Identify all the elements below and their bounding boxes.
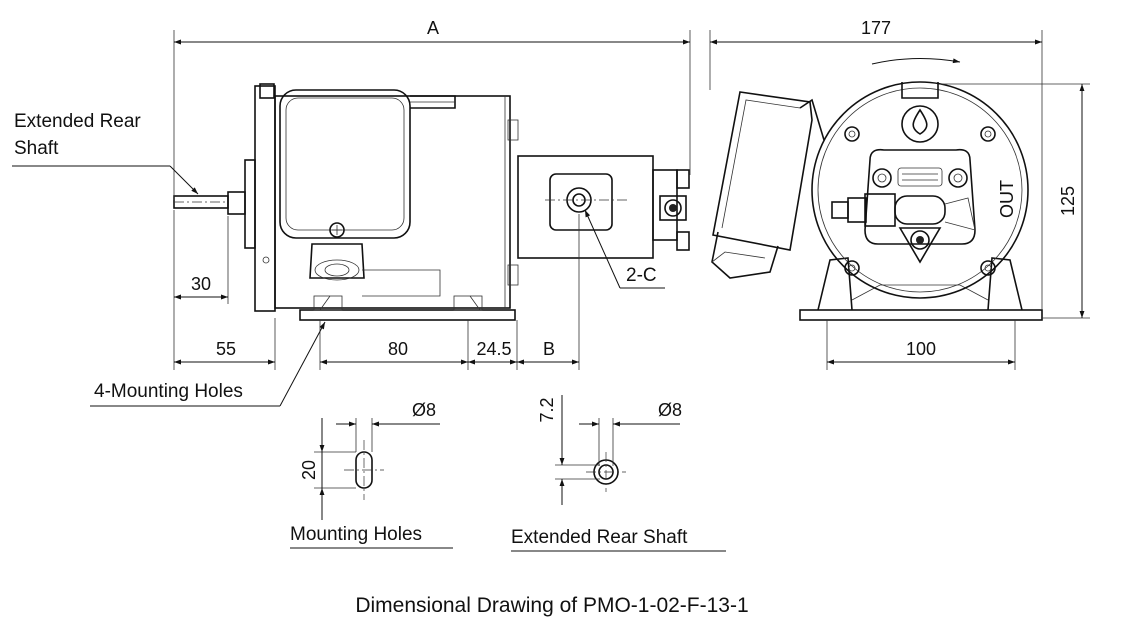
rear-shaft-offset: 7.2 bbox=[537, 397, 557, 422]
cable-gland bbox=[309, 243, 365, 281]
dim-overall-length: A bbox=[427, 18, 439, 38]
dim-hole-to-port: 24.5 bbox=[476, 339, 511, 359]
callout-rear-shaft-line2: Shaft bbox=[14, 138, 59, 159]
callout-mounting-holes: 4-Mounting Holes bbox=[94, 381, 243, 402]
drawing-title: Dimensional Drawing of PMO-1-02-F-13-1 bbox=[355, 594, 748, 617]
front-view: OUT 177 125 100 bbox=[709, 18, 1090, 370]
dim-front-height: 125 bbox=[1058, 186, 1078, 216]
motor-end-cap bbox=[244, 83, 276, 312]
dim-front-width: 177 bbox=[861, 18, 891, 38]
terminal-screw bbox=[329, 222, 345, 238]
port-label-out: OUT bbox=[997, 180, 1017, 218]
detail-rear-shaft-label: Extended Rear Shaft bbox=[511, 527, 688, 548]
rear-shaft-diameter: Ø8 bbox=[658, 400, 682, 420]
detail-rear-shaft: Ø8 7.2 Extended Rear Shaft bbox=[511, 395, 726, 552]
pump-head bbox=[517, 155, 690, 259]
dim-port-offset: B bbox=[543, 339, 555, 359]
front-base bbox=[799, 257, 1043, 321]
callout-rear-shaft-line1: Extended Rear bbox=[14, 111, 141, 132]
dim-hole-spacing: 80 bbox=[388, 339, 408, 359]
terminal-box bbox=[711, 91, 825, 279]
callout-port: 2-C bbox=[626, 265, 657, 286]
pump-housing bbox=[811, 81, 1029, 299]
pump-plate bbox=[831, 148, 976, 264]
rear-shaft bbox=[173, 191, 246, 215]
base-plate bbox=[299, 269, 516, 321]
dim-base-width: 100 bbox=[906, 339, 936, 359]
dim-to-first-hole: 55 bbox=[216, 339, 236, 359]
mounting-hole-diameter: Ø8 bbox=[412, 400, 436, 420]
housing-bolts bbox=[844, 126, 996, 276]
rotation-arrow-icon bbox=[871, 57, 961, 65]
mounting-hole-length: 20 bbox=[299, 460, 319, 480]
logo-drop-icon bbox=[901, 105, 939, 143]
dim-rear-shaft-length: 30 bbox=[191, 274, 211, 294]
detail-mounting-holes: Ø8 20 Mounting Holes bbox=[290, 400, 453, 549]
motor-body bbox=[274, 89, 519, 309]
detail-mounting-holes-label: Mounting Holes bbox=[290, 524, 422, 545]
side-view: A 30 55 80 24.5 B Extended Rear Shaft 4-… bbox=[12, 18, 691, 407]
